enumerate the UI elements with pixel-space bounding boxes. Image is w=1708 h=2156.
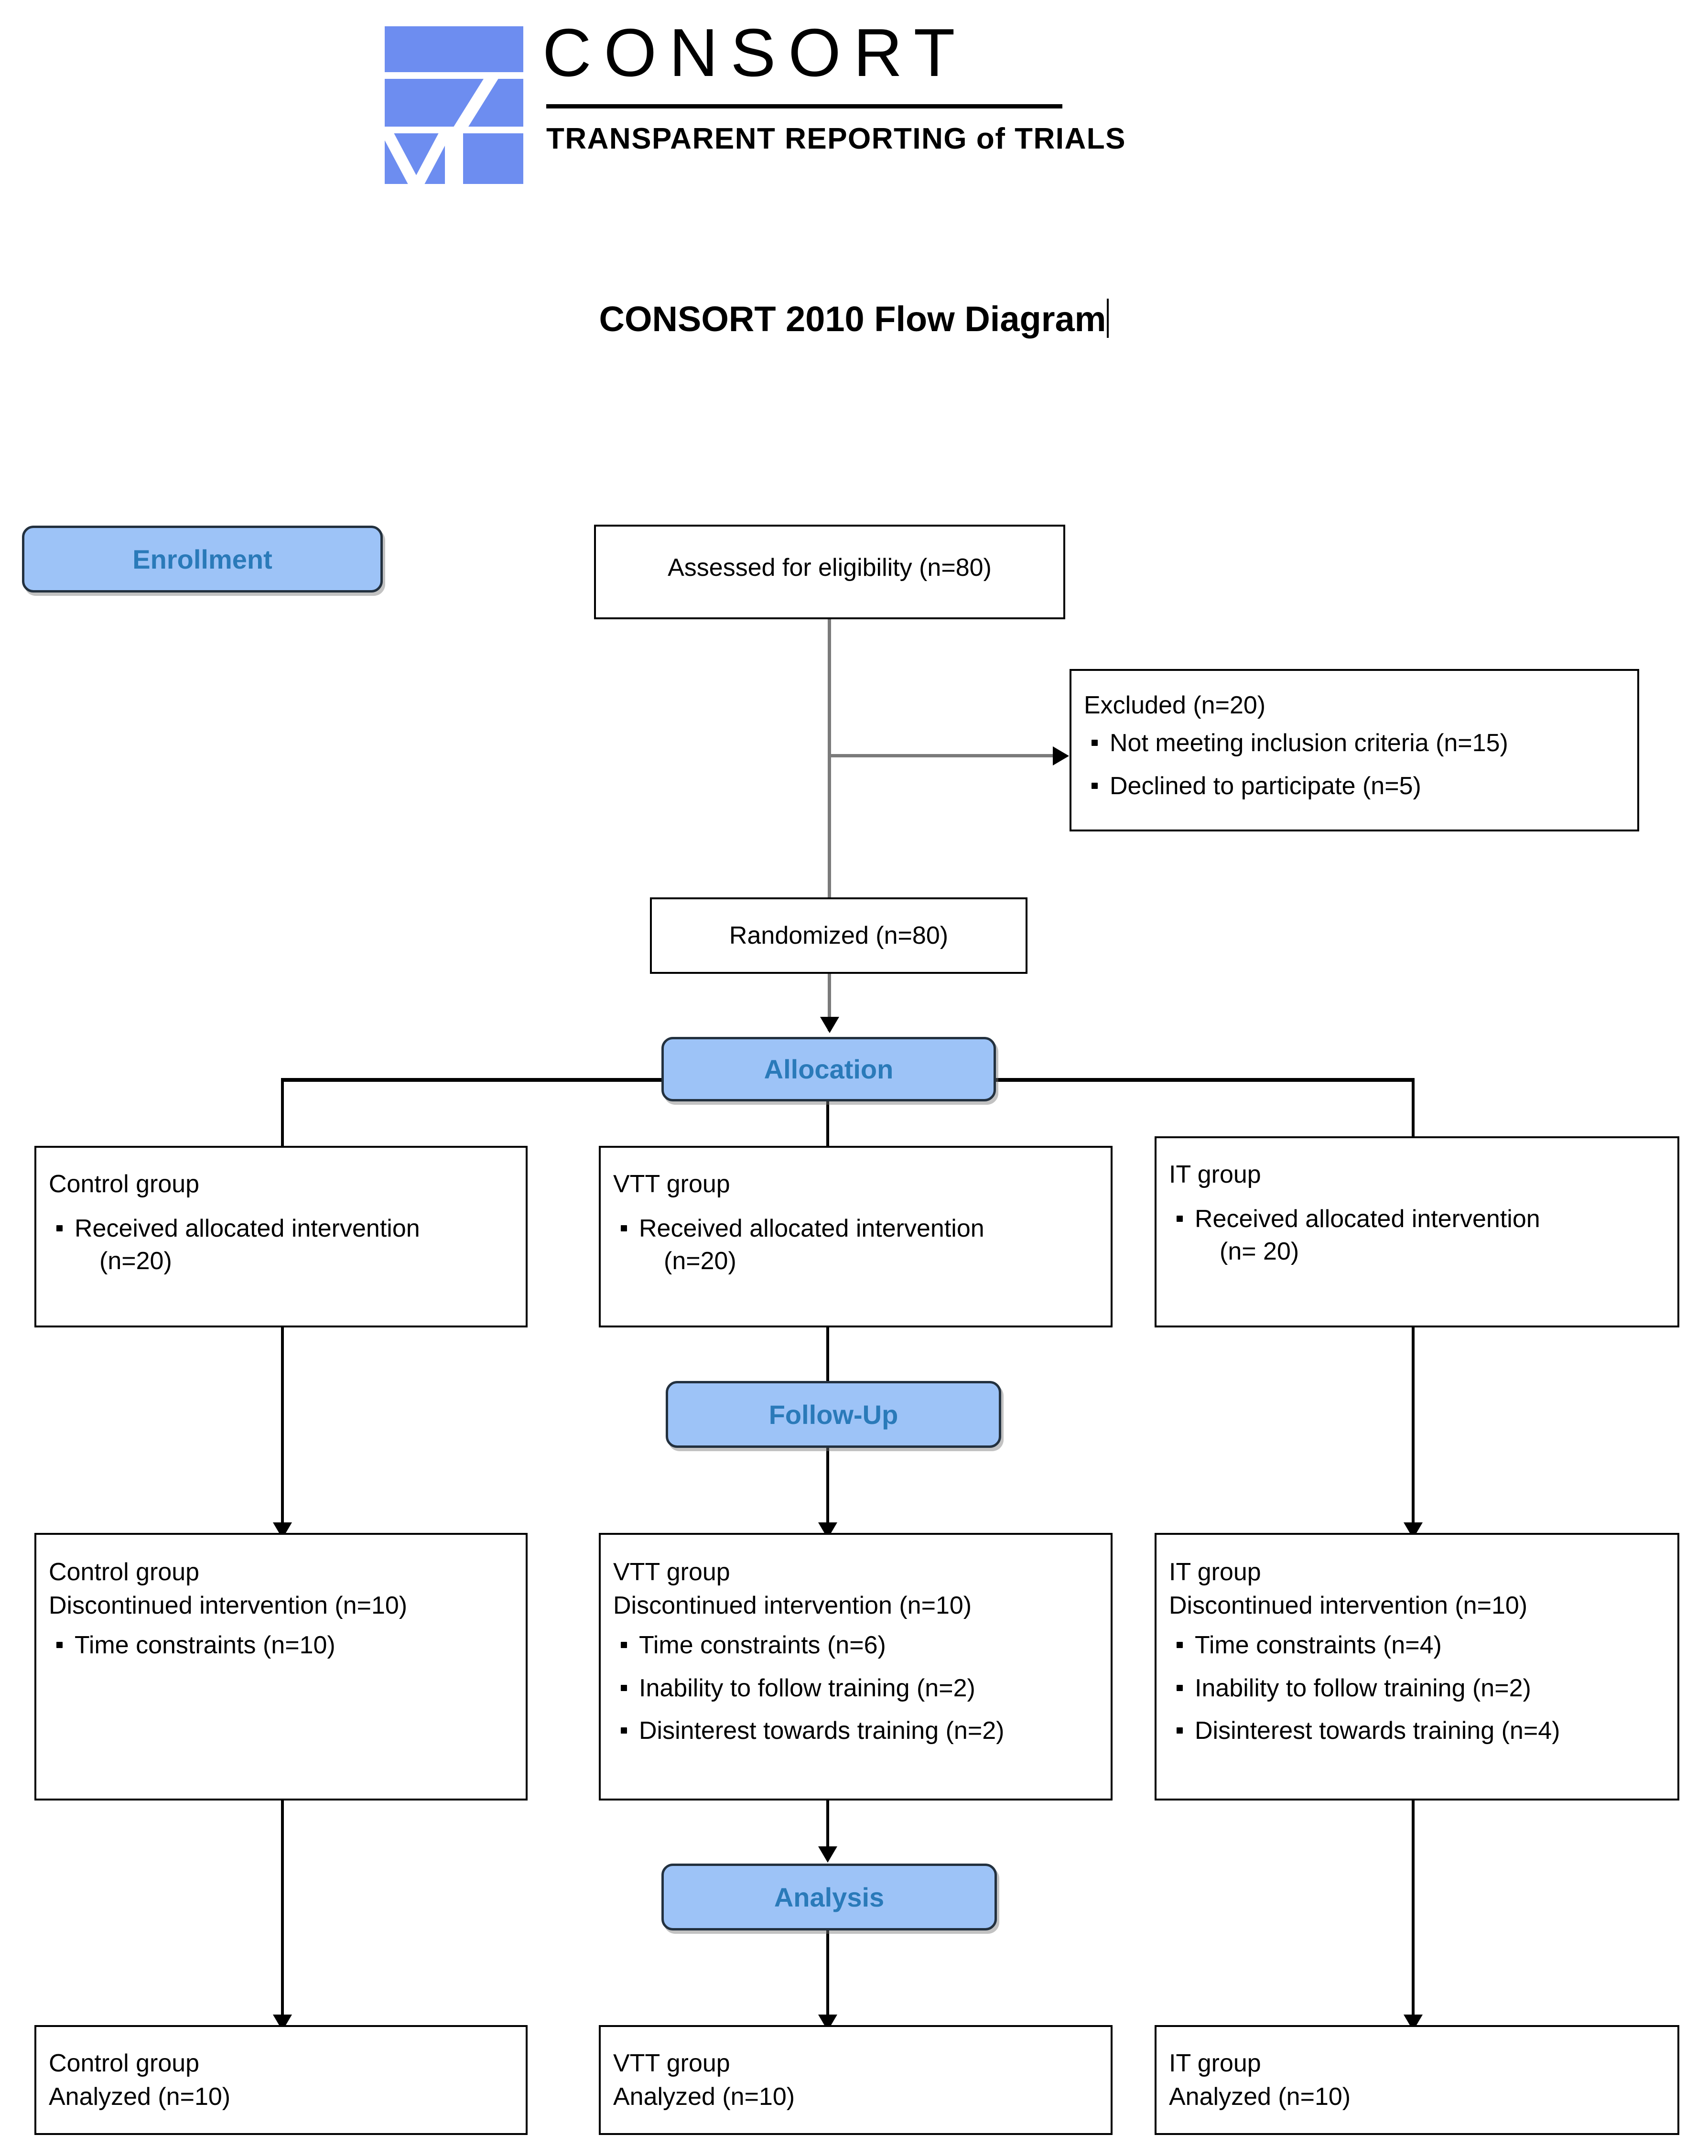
box-assessed-for-eligibility: Assessed for eligibility (n=80) [594, 525, 1065, 619]
allocation-vtt-count: (n=20) [664, 1247, 736, 1275]
list-item: Declined to participate (n=5) [1084, 770, 1625, 803]
connector-randomized-to-allocation [828, 974, 831, 1031]
followup-it-list: Time constraints (n=4) Inability to foll… [1169, 1629, 1665, 1747]
page-title-text: CONSORT 2010 Flow Diagram [599, 299, 1106, 339]
excluded-reason-list: Not meeting inclusion criteria (n=15) De… [1084, 727, 1625, 802]
box-excluded: Excluded (n=20) Not meeting inclusion cr… [1070, 669, 1639, 831]
connector-to-control-allocation [281, 1089, 284, 1195]
connector-analysis-badge-to-vtt [826, 1930, 829, 2026]
analysis-it-analyzed: Analyzed (n=10) [1169, 2083, 1351, 2111]
logo-divider-rule [546, 104, 1062, 108]
phase-badge-followup-label: Follow-Up [768, 1399, 898, 1430]
analysis-control-group: Control group [49, 2049, 200, 2077]
analysis-vtt-analyzed: Analyzed (n=10) [613, 2083, 795, 2111]
allocation-it-group: IT group [1169, 1161, 1261, 1188]
connector-assessed-to-excluded [828, 754, 1054, 757]
logo-tagline-part1: TRANSPARENT REPORTING [546, 122, 968, 155]
text-cursor [1107, 299, 1109, 338]
box-analysis-it: IT group Analyzed (n=10) [1155, 2025, 1679, 2135]
logo-tagline-part2: TRIALS [1015, 122, 1126, 155]
followup-it-group: IT group [1169, 1558, 1261, 1586]
randomized-text: Randomized (n=80) [729, 922, 949, 949]
analysis-control-analyzed: Analyzed (n=10) [49, 2083, 231, 2111]
box-followup-vtt: VTT group Discontinued intervention (n=1… [599, 1533, 1113, 1800]
phase-badge-enrollment-label: Enrollment [132, 544, 272, 574]
allocation-control-group: Control group [49, 1170, 200, 1198]
analysis-vtt-group: VTT group [613, 2049, 730, 2077]
phase-badge-allocation-label: Allocation [764, 1054, 894, 1084]
allocation-control-list: Received allocated intervention (n=20) [49, 1213, 513, 1277]
allocation-it-list: Received allocated intervention (n= 20) [1169, 1203, 1665, 1268]
box-allocation-it: IT group Received allocated intervention… [1155, 1136, 1679, 1327]
arrowhead-analysis-badge [818, 1846, 837, 1863]
analysis-it-group: IT group [1169, 2049, 1261, 2077]
arrowhead-to-allocation [820, 1017, 839, 1033]
list-item: Received allocated intervention (n=20) [613, 1213, 1098, 1277]
connector-it-followup-to-analysis [1412, 1800, 1415, 2025]
connector-vtt-alloc-to-followup-badge [826, 1327, 829, 1381]
connector-it-alloc-to-followup [1412, 1327, 1415, 1533]
box-analysis-vtt: VTT group Analyzed (n=10) [599, 2025, 1113, 2135]
arrowhead-to-excluded [1053, 746, 1069, 765]
phase-badge-allocation[interactable]: Allocation [661, 1037, 996, 1101]
list-item: Time constraints (n=10) [49, 1629, 513, 1662]
followup-control-list: Time constraints (n=10) [49, 1629, 513, 1662]
excluded-heading: Excluded (n=20) [1084, 691, 1266, 719]
allocation-vtt-list: Received allocated intervention (n=20) [613, 1213, 1098, 1277]
logo-wordmark: CONSORT [542, 15, 968, 91]
list-item: Received allocated intervention (n=20) [49, 1213, 513, 1277]
list-item: Disinterest towards training (n=2) [613, 1715, 1098, 1747]
box-followup-it: IT group Discontinued intervention (n=10… [1155, 1533, 1679, 1800]
allocation-control-bullet: Received allocated intervention [75, 1215, 420, 1242]
list-item: Time constraints (n=6) [613, 1629, 1098, 1662]
connector-allocation-bus-left [281, 1078, 663, 1082]
phase-badge-enrollment[interactable]: Enrollment [22, 526, 383, 593]
list-item: Disinterest towards training (n=4) [1169, 1715, 1665, 1747]
list-item: Inability to follow training (n=2) [1169, 1672, 1665, 1705]
followup-control-discontinued: Discontinued intervention (n=10) [49, 1592, 408, 1619]
list-item: Received allocated intervention (n= 20) [1169, 1203, 1665, 1268]
box-analysis-control: Control group Analyzed (n=10) [34, 2025, 528, 2135]
allocation-vtt-bullet: Received allocated intervention [639, 1215, 984, 1242]
allocation-it-count: (n= 20) [1220, 1237, 1299, 1265]
followup-vtt-group: VTT group [613, 1558, 730, 1586]
connector-control-alloc-to-followup [281, 1327, 284, 1533]
followup-control-group: Control group [49, 1558, 200, 1586]
phase-badge-followup[interactable]: Follow-Up [666, 1381, 1001, 1448]
connector-followup-badge-to-vtt [826, 1448, 829, 1534]
logo-tagline-of: of [976, 122, 1006, 155]
allocation-it-bullet: Received allocated intervention [1195, 1205, 1540, 1233]
list-item: Not meeting inclusion criteria (n=15) [1084, 727, 1625, 760]
box-allocation-vtt: VTT group Received allocated interventio… [599, 1146, 1113, 1327]
phase-badge-analysis-label: Analysis [774, 1882, 885, 1912]
connector-vtt-followup-to-analysis-badge [826, 1800, 829, 1858]
box-followup-control: Control group Discontinued intervention … [34, 1533, 528, 1800]
list-item: Inability to follow training (n=2) [613, 1672, 1098, 1705]
connector-control-followup-to-analysis [281, 1800, 284, 2025]
allocation-vtt-group: VTT group [613, 1170, 730, 1198]
list-item: Time constraints (n=4) [1169, 1629, 1665, 1662]
consort-checkmark-logo-icon [385, 26, 523, 184]
followup-vtt-discontinued: Discontinued intervention (n=10) [613, 1592, 972, 1619]
consort-logo: CONSORT TRANSPARENT REPORTING of TRIALS [385, 19, 1197, 191]
connector-allocation-bus-right [994, 1078, 1415, 1082]
box-randomized: Randomized (n=80) [650, 897, 1027, 974]
phase-badge-analysis[interactable]: Analysis [661, 1864, 997, 1930]
logo-tagline: TRANSPARENT REPORTING of TRIALS [546, 122, 1126, 156]
allocation-control-count: (n=20) [99, 1247, 172, 1275]
followup-vtt-list: Time constraints (n=6) Inability to foll… [613, 1629, 1098, 1747]
box-allocation-control: Control group Received allocated interve… [34, 1146, 528, 1327]
assessed-text: Assessed for eligibility (n=80) [668, 554, 992, 582]
followup-it-discontinued: Discontinued intervention (n=10) [1169, 1592, 1528, 1619]
page-title: CONSORT 2010 Flow Diagram [0, 299, 1708, 339]
connector-assessed-to-randomized [828, 619, 831, 897]
